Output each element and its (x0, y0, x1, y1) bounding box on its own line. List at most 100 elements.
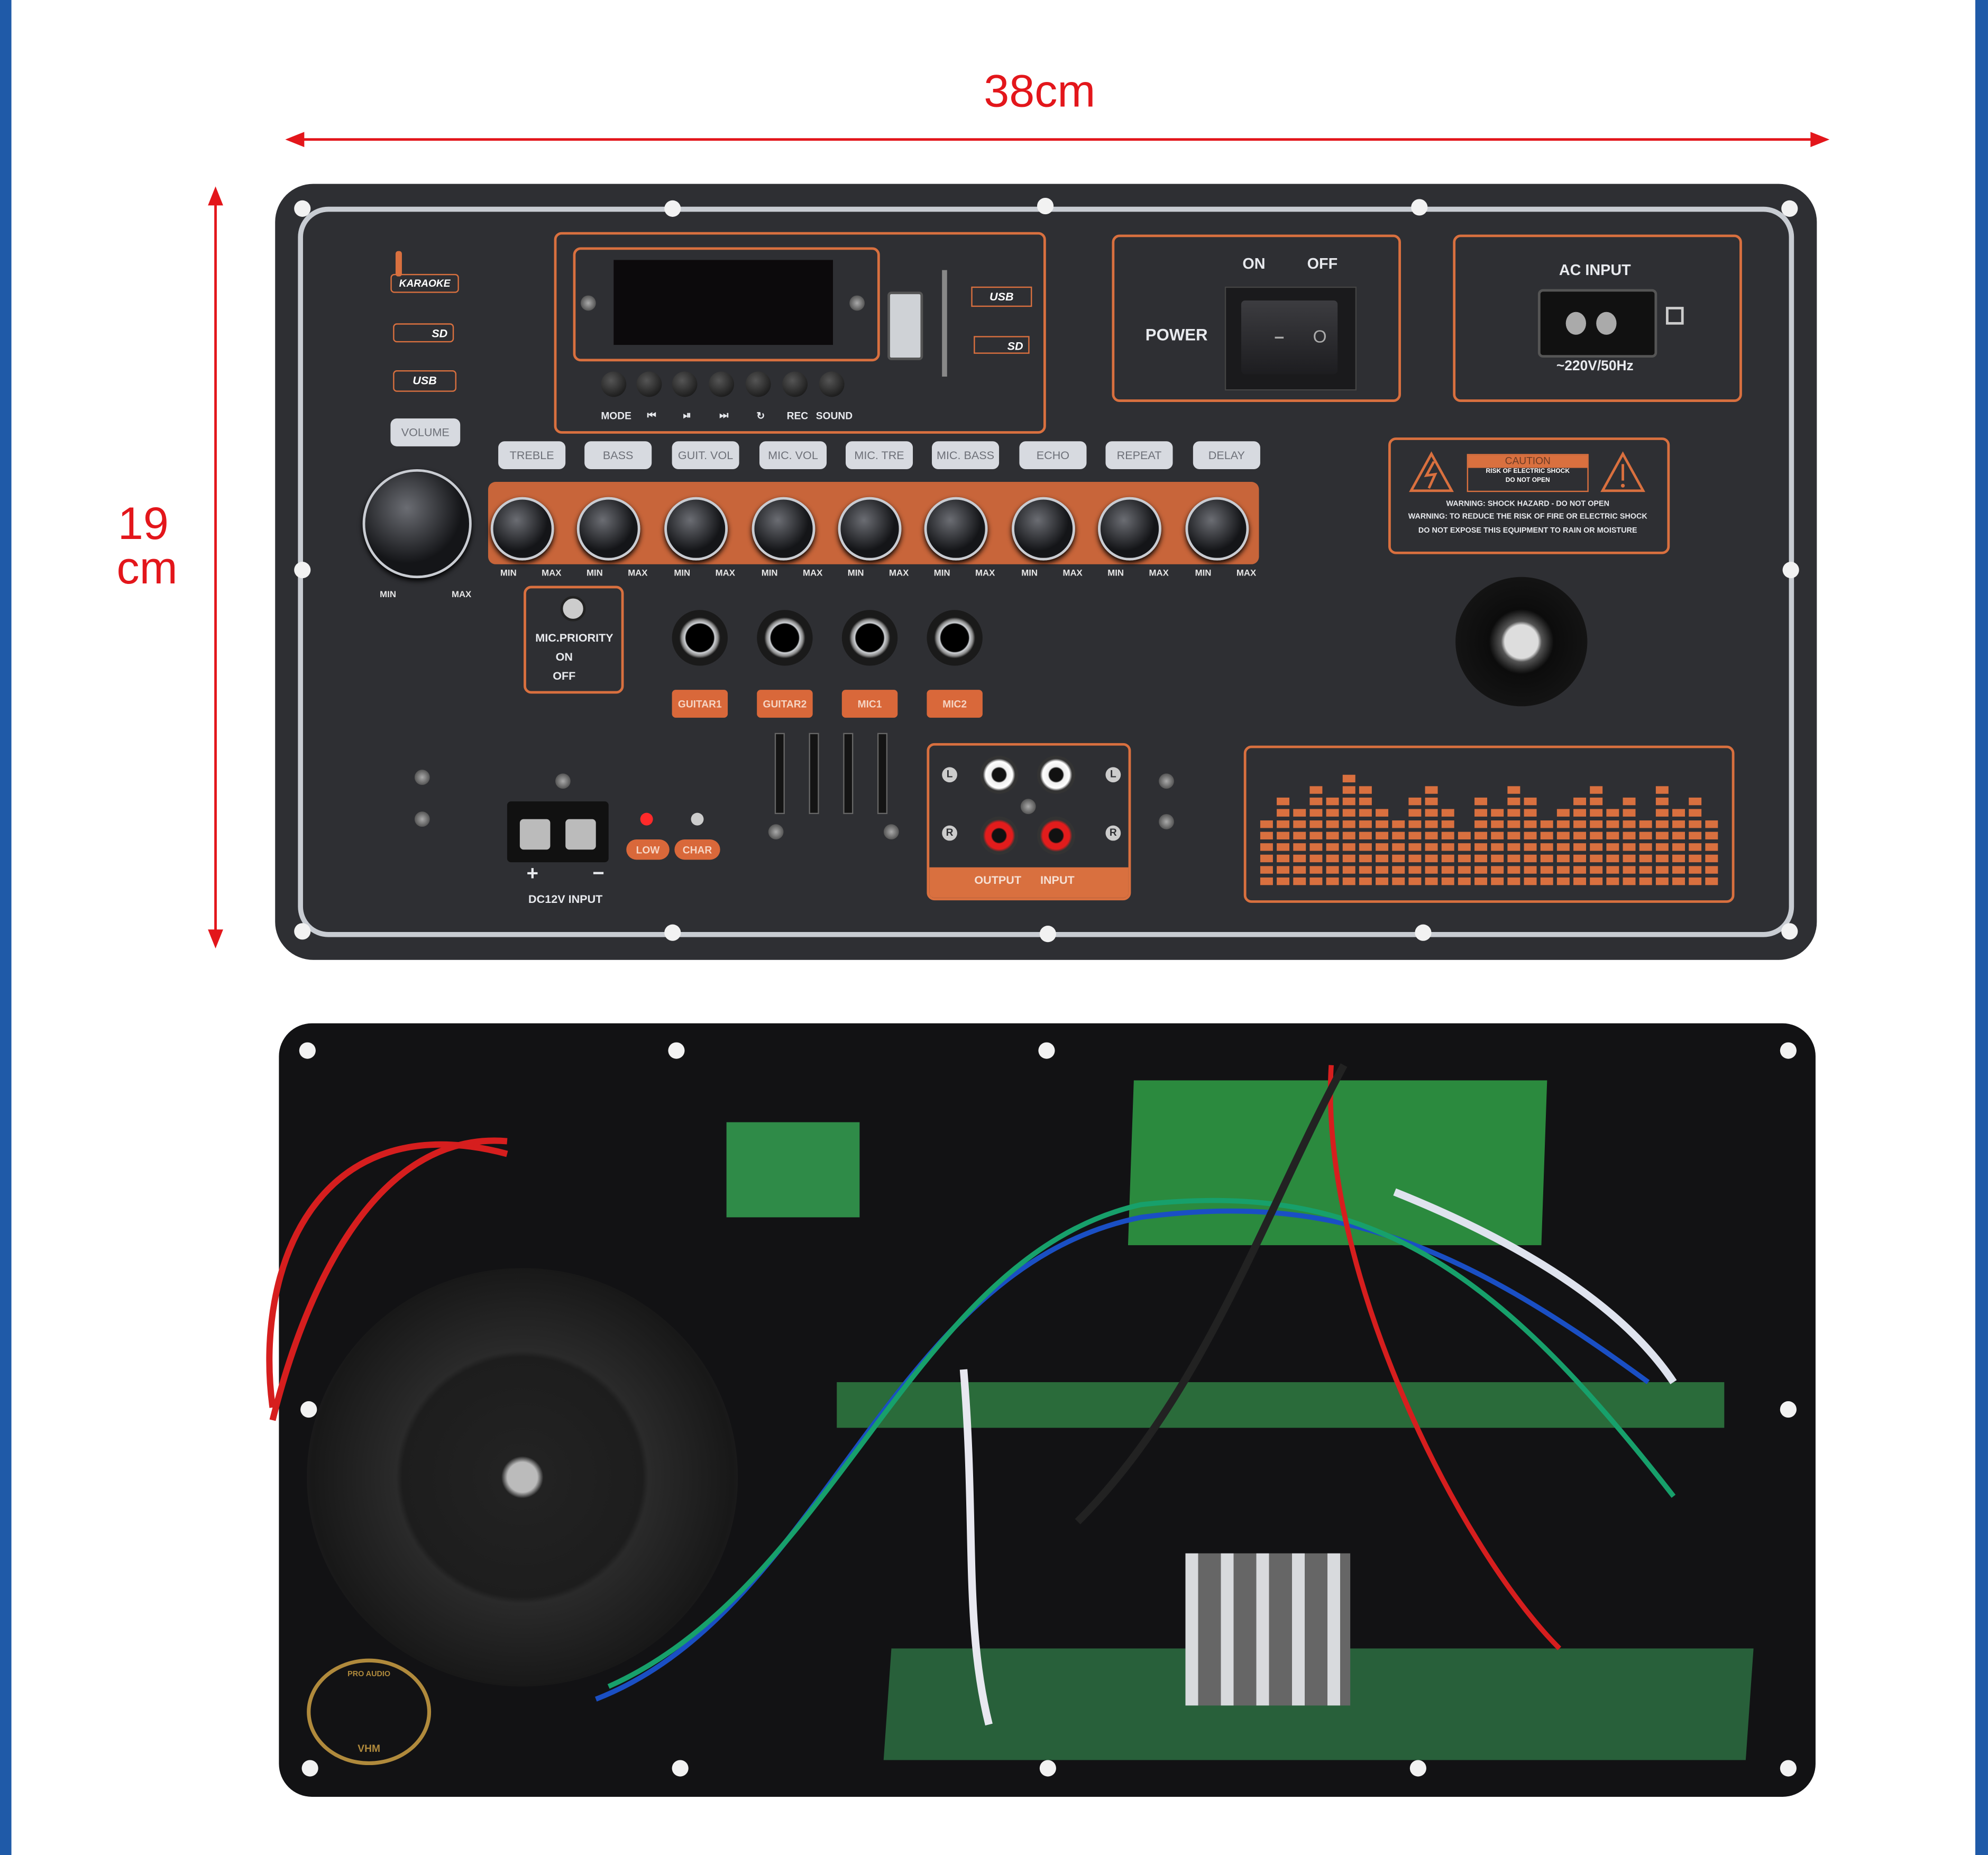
spectrum-segment (1326, 854, 1339, 863)
player-button[interactable] (709, 371, 735, 397)
knob-max-label: MAX (715, 569, 735, 579)
spectrum-segment (1556, 831, 1570, 840)
spectrum-segment (1606, 820, 1619, 828)
spectrum-segment (1359, 866, 1372, 874)
rca-input-left[interactable] (1037, 755, 1075, 794)
spectrum-segment (1590, 843, 1603, 851)
spectrum-segment (1623, 854, 1636, 863)
spectrum-segment (1672, 866, 1685, 874)
spectrum-segment (1326, 877, 1339, 885)
spectrum-segment (1524, 820, 1537, 828)
player-button[interactable] (601, 371, 627, 397)
spectrum-segment (1458, 854, 1471, 863)
speakon-connector[interactable] (1455, 577, 1588, 707)
player-button[interactable] (745, 371, 771, 397)
caution-label (1388, 437, 1670, 554)
player-button[interactable] (819, 371, 845, 397)
spectrum-segment (1293, 820, 1306, 828)
rca-output-label: OUTPUT (974, 873, 1022, 887)
spectrum-segment (1590, 831, 1603, 840)
spectrum-segment (1293, 866, 1306, 874)
spectrum-segment (1425, 831, 1438, 840)
player-button[interactable] (782, 371, 808, 397)
spectrum-segment (1672, 877, 1685, 885)
spectrum-segment (1342, 809, 1355, 817)
knob-max-label: MAX (803, 569, 823, 579)
spectrum-segment (1623, 831, 1636, 840)
function-knob[interactable] (576, 497, 640, 561)
heatsink (1185, 1553, 1351, 1706)
player-usb-label: USB (971, 286, 1032, 307)
ac-socket[interactable] (1537, 289, 1657, 358)
spectrum-segment (1672, 820, 1685, 828)
rca-right-label: R (1105, 825, 1121, 841)
charge-led (691, 812, 704, 826)
spectrum-segment (1556, 843, 1570, 851)
function-knob[interactable] (1185, 497, 1249, 561)
spectrum-segment (1293, 843, 1306, 851)
input-jack[interactable] (672, 610, 728, 666)
player-button[interactable] (672, 371, 698, 397)
mic-priority-switch[interactable] (560, 596, 586, 622)
volume-knob[interactable] (362, 469, 472, 579)
spectrum-segment (1573, 797, 1587, 806)
function-knob[interactable] (752, 497, 816, 561)
function-knob[interactable] (924, 497, 988, 561)
spectrum-segment (1260, 854, 1273, 863)
spectrum-segment (1342, 786, 1355, 794)
spectrum-segment (1556, 854, 1570, 863)
spectrum-segment (1655, 877, 1669, 885)
function-knob[interactable] (664, 497, 728, 561)
spectrum-segment (1524, 866, 1537, 874)
function-knob[interactable] (838, 497, 902, 561)
spectrum-segment (1359, 820, 1372, 828)
function-knob[interactable] (490, 497, 554, 561)
spectrum-segment (1540, 843, 1553, 851)
spectrum-segment (1507, 854, 1520, 863)
spectrum-segment (1408, 809, 1422, 817)
spectrum-segment (1705, 843, 1718, 851)
spectrum-segment (1277, 866, 1290, 874)
spectrum-segment (1590, 820, 1603, 828)
spectrum-segment (1606, 866, 1619, 874)
spectrum-segment (1590, 866, 1603, 874)
vhm-logo: PRO AUDIO VHM (307, 1658, 432, 1766)
spectrum-segment (1689, 866, 1702, 874)
usb-port[interactable] (887, 291, 923, 360)
spectrum-segment (1293, 831, 1306, 840)
volume-min-label: MIN (380, 591, 396, 600)
spectrum-segment (1359, 797, 1372, 806)
power-section (1112, 234, 1401, 402)
sd-card-slot[interactable] (942, 270, 947, 377)
function-label: TREBLE (498, 441, 566, 470)
spectrum-segment (1309, 877, 1323, 885)
spectrum-segment (1277, 831, 1290, 840)
spectrum-segment (1425, 820, 1438, 828)
spectrum-segment (1309, 866, 1323, 874)
spectrum-segment (1689, 843, 1702, 851)
dc-terminal[interactable] (507, 801, 609, 863)
input-jack[interactable] (757, 610, 813, 666)
rca-output-right[interactable] (980, 816, 1019, 855)
player-button[interactable] (636, 371, 662, 397)
input-jack[interactable] (841, 610, 898, 666)
spectrum-segment (1474, 809, 1488, 817)
rca-input-right[interactable] (1037, 816, 1075, 855)
player-button-label: MODE (601, 410, 631, 422)
function-label: MIC. BASS (932, 441, 1000, 470)
small-pcb (726, 1122, 860, 1218)
spectrum-segment (1540, 831, 1553, 840)
rca-output-left[interactable] (980, 755, 1019, 794)
spectrum-segment (1309, 820, 1323, 828)
usb-label: USB (393, 370, 457, 392)
logo-text: PRO AUDIO (347, 1671, 391, 1679)
function-knob[interactable] (1098, 497, 1161, 561)
input-jack[interactable] (927, 610, 983, 666)
spectrum-segment (1689, 820, 1702, 828)
power-switch[interactable]: – O (1224, 286, 1357, 391)
charge-label: CHAR (674, 839, 720, 860)
function-knob[interactable] (1012, 497, 1075, 561)
spectrum-segment (1458, 843, 1471, 851)
toroidal-transformer (307, 1268, 738, 1687)
frame-right (1975, 0, 1988, 1855)
